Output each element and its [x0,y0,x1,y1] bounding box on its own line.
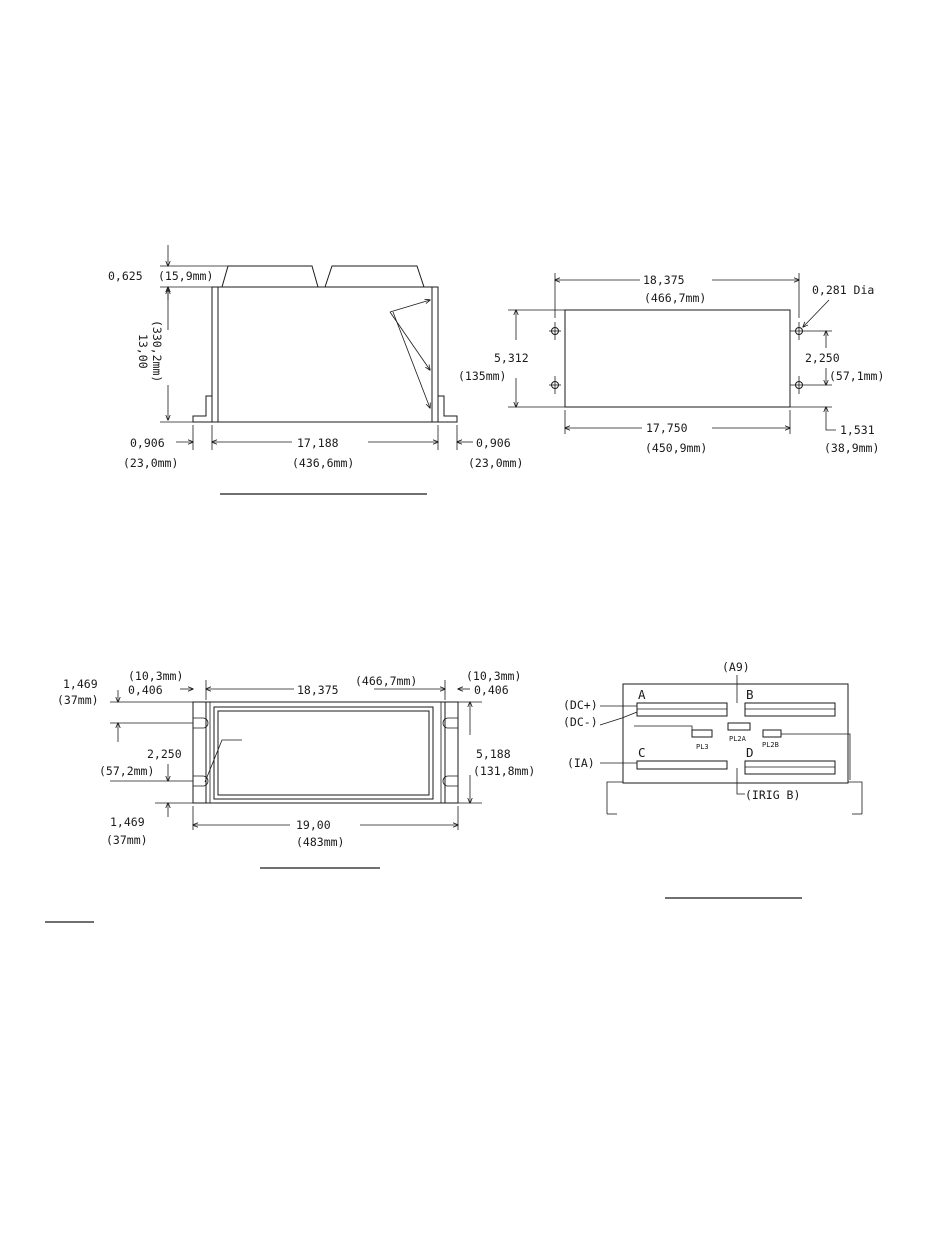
front-hole-spacing: 2,250 [805,351,840,365]
label-ia: (IA) [567,756,595,770]
side-view-diagonal-1 [389,300,430,313]
panel-height-mm: (131,8mm) [473,764,535,778]
panel-outer [192,701,459,804]
front-hole-spacing-mm: (57,1mm) [829,369,884,383]
mounting-slot [442,717,458,729]
side-right-margin: 0,906 [476,436,511,450]
side-width-mm: (436,6mm) [292,456,354,470]
panel-bottom-offset-mm: (37mm) [106,833,148,847]
rear-bracket-right [848,781,863,814]
slot-b-label: B [746,687,754,702]
panel-hole-span-mm: (466,7mm) [355,674,417,688]
leader-line [599,711,638,726]
panel-right-flange: 0,406 [474,683,509,697]
front-height-mm: (135mm) [458,369,506,383]
front-bottom-offset-mm: (38,9mm) [824,441,879,455]
panel-height: 5,188 [476,747,511,761]
front-bottom-offset: 1,531 [840,423,875,437]
rear-outer [622,683,849,784]
panel-top-offset: 1,469 [63,677,98,691]
side-right-margin-mm: (23,0mm) [468,456,523,470]
front-hole-dia: 0,281 Dia [812,283,874,297]
panel-left-flange: 0,406 [128,683,163,697]
front-height: 5,312 [494,351,529,365]
panel-window [213,706,434,800]
rear-view: (A9) (DC+) (DC-) (IA) (IRIG B) A B C D P… [563,660,863,899]
plug-pl3 [691,729,713,738]
panel-view: (10,3mm) 0,406 18,375 (466,7mm) (10,3mm)… [57,669,535,869]
side-top-offset-mm: (15,9mm) [158,269,213,283]
side-top-offset: 0,625 [108,269,143,283]
front-view-body [564,309,791,408]
connector-d [744,760,836,775]
dim-arrow [803,299,830,327]
front-width: 18,375 [643,273,685,287]
slot-c-label: C [638,745,646,760]
connector-c [636,760,728,770]
leader-line [781,733,851,780]
front-view: 18,375 (466,7mm) 0,281 Dia 5,312 (135mm)… [458,273,884,455]
label-dc-neg: (DC-) [563,715,598,729]
panel-hole-span: 18,375 [297,683,339,697]
side-view-foot-right [438,395,458,423]
panel-bottom-offset: 1,469 [110,815,145,829]
side-view-diagonal-3 [392,311,430,408]
slot-a-label: A [638,687,646,702]
side-width: 17,188 [297,436,339,450]
plug-pl2b-label: PL2B [762,741,779,749]
mounting-slot [193,717,209,729]
front-inner-width: 17,750 [646,421,688,435]
label-irig-b: (IRIG B) [745,788,800,802]
panel-window-inner [217,710,430,796]
plug-pl2a [727,722,751,731]
plug-pl3-label: PL3 [696,743,709,751]
leader-line [634,725,693,730]
side-view-body [211,286,439,423]
side-view-hump-right [324,265,425,288]
connector-a [636,702,728,717]
panel-slot-spacing-mm: (57,2mm) [99,764,154,778]
plug-pl2b [762,729,782,738]
panel-right-flange-mm: (10,3mm) [466,669,521,683]
leader-line [736,768,745,795]
side-height-mm: (330,2mm) [150,320,164,382]
mounting-slot [442,775,458,787]
panel-width-mm: (483mm) [296,835,344,849]
slot-d-label: D [746,745,754,760]
panel-top-offset-mm: (37mm) [57,693,99,707]
side-left-margin-mm: (23,0mm) [123,456,178,470]
panel-width: 19,00 [296,818,331,832]
connector-b [744,702,836,717]
front-inner-width-mm: (450,9mm) [645,441,707,455]
leader-line [825,420,836,431]
label-a9: (A9) [722,660,750,674]
front-width-mm: (466,7mm) [644,291,706,305]
plug-pl2a-label: PL2A [729,735,747,743]
side-height: 13,00 [136,334,150,369]
leader-line [204,739,242,783]
side-view-foot-left [192,395,212,423]
mounting-slot [193,775,209,787]
panel-left-flange-mm: (10,3mm) [128,669,183,683]
rear-bracket-left [606,781,623,814]
side-left-margin: 0,906 [130,436,165,450]
panel-slot-spacing: 2,250 [147,747,182,761]
side-view: 0,625 (15,9mm) 13,00 (330,2mm) 0,906 (23… [108,245,523,495]
label-dc-pos: (DC+) [563,698,598,712]
side-view-hump-left [221,265,319,288]
